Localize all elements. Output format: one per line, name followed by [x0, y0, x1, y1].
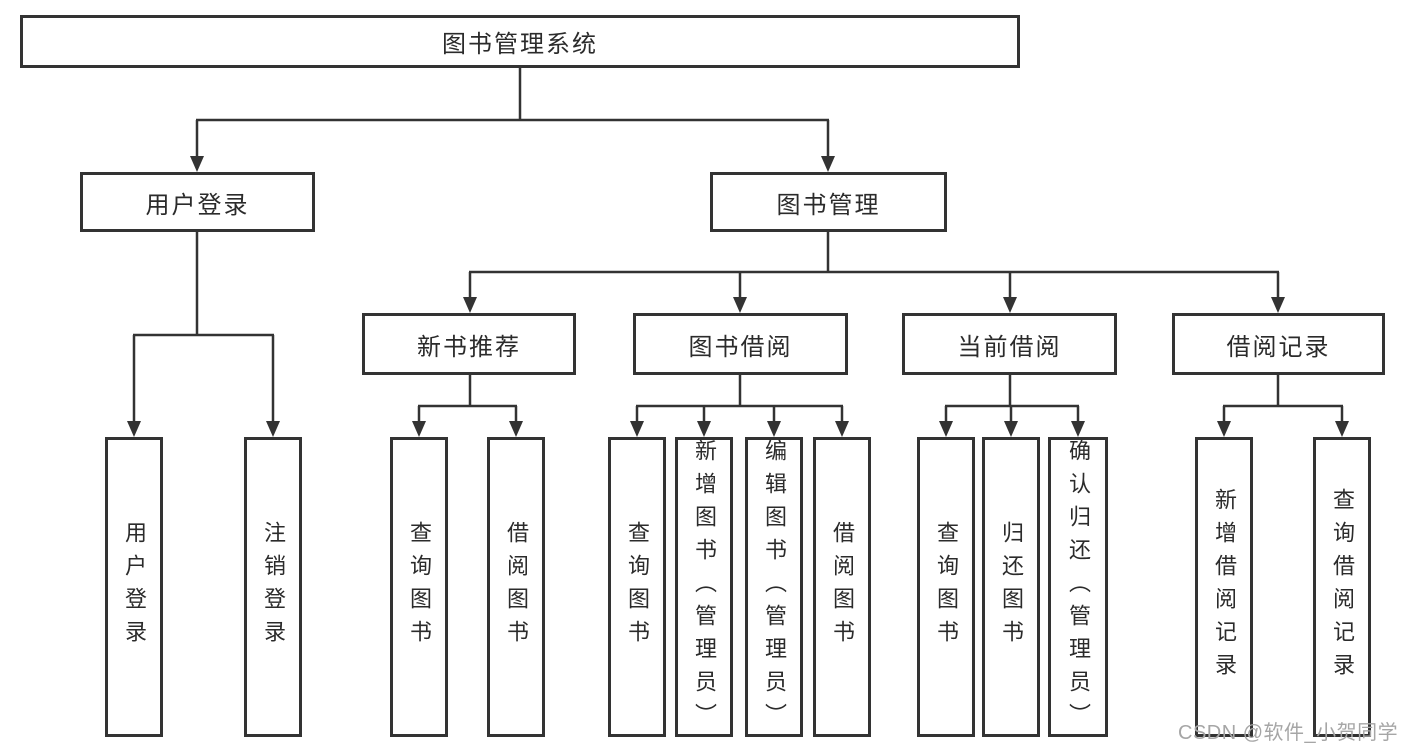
- leaf-label: 确认归还（管理员）: [1066, 438, 1091, 736]
- leaf-label: 借阅图书: [504, 521, 529, 653]
- leaf-bb-add-books-admin: 新增图书（管理员）: [675, 437, 733, 737]
- leaf-bb-edit-books-admin: 编辑图书（管理员）: [745, 437, 803, 737]
- leaf-label: 注销登录: [261, 521, 286, 653]
- node-book-management: 图书管理: [710, 172, 947, 232]
- leaf-label: 查询图书: [407, 521, 432, 653]
- leaf-cb-query-books: 查询图书: [917, 437, 975, 737]
- leaf-label: 借阅图书: [830, 521, 855, 653]
- node-label: 借阅记录: [1226, 333, 1331, 361]
- node-label: 图书管理: [776, 191, 881, 219]
- node-label: 新书推荐: [417, 333, 521, 361]
- leaf-br-add-record: 新增借阅记录: [1195, 437, 1253, 737]
- leaf-cb-confirm-return-admin: 确认归还（管理员）: [1048, 437, 1108, 737]
- node-borrowing-records: 借阅记录: [1172, 313, 1385, 375]
- leaf-label: 查询图书: [934, 521, 959, 653]
- leaf-nbr-query-books: 查询图书: [390, 437, 448, 737]
- node-label: 用户登录: [145, 191, 250, 219]
- leaf-bb-borrow-books: 借阅图书: [813, 437, 871, 737]
- node-system-root: 图书管理系统: [20, 15, 1020, 68]
- leaf-label: 用户登录: [122, 521, 147, 653]
- leaf-label: 查询图书: [625, 521, 650, 653]
- leaf-br-query-record: 查询借阅记录: [1313, 437, 1371, 737]
- node-current-borrowing: 当前借阅: [902, 313, 1117, 375]
- leaf-bb-query-books: 查询图书: [608, 437, 666, 737]
- node-book-borrowing: 图书借阅: [633, 313, 848, 375]
- node-user-login: 用户登录: [80, 172, 315, 232]
- leaf-cb-return-books: 归还图书: [982, 437, 1040, 737]
- leaf-user-login: 用户登录: [105, 437, 163, 737]
- leaf-nbr-borrow-books: 借阅图书: [487, 437, 545, 737]
- node-label: 图书管理系统: [442, 31, 598, 58]
- csdn-watermark: CSDN @软件_小贺同学: [1178, 722, 1399, 744]
- leaf-label: 新增借阅记录: [1212, 488, 1237, 686]
- leaf-logout-login: 注销登录: [244, 437, 302, 737]
- node-label: 当前借阅: [957, 333, 1062, 361]
- leaf-label: 新增图书（管理员）: [692, 438, 717, 736]
- leaf-label: 编辑图书（管理员）: [762, 438, 787, 736]
- node-new-book-recommend: 新书推荐: [362, 313, 576, 375]
- node-label: 图书借阅: [688, 333, 793, 361]
- leaf-label: 查询借阅记录: [1330, 488, 1355, 686]
- leaf-label: 归还图书: [999, 521, 1024, 653]
